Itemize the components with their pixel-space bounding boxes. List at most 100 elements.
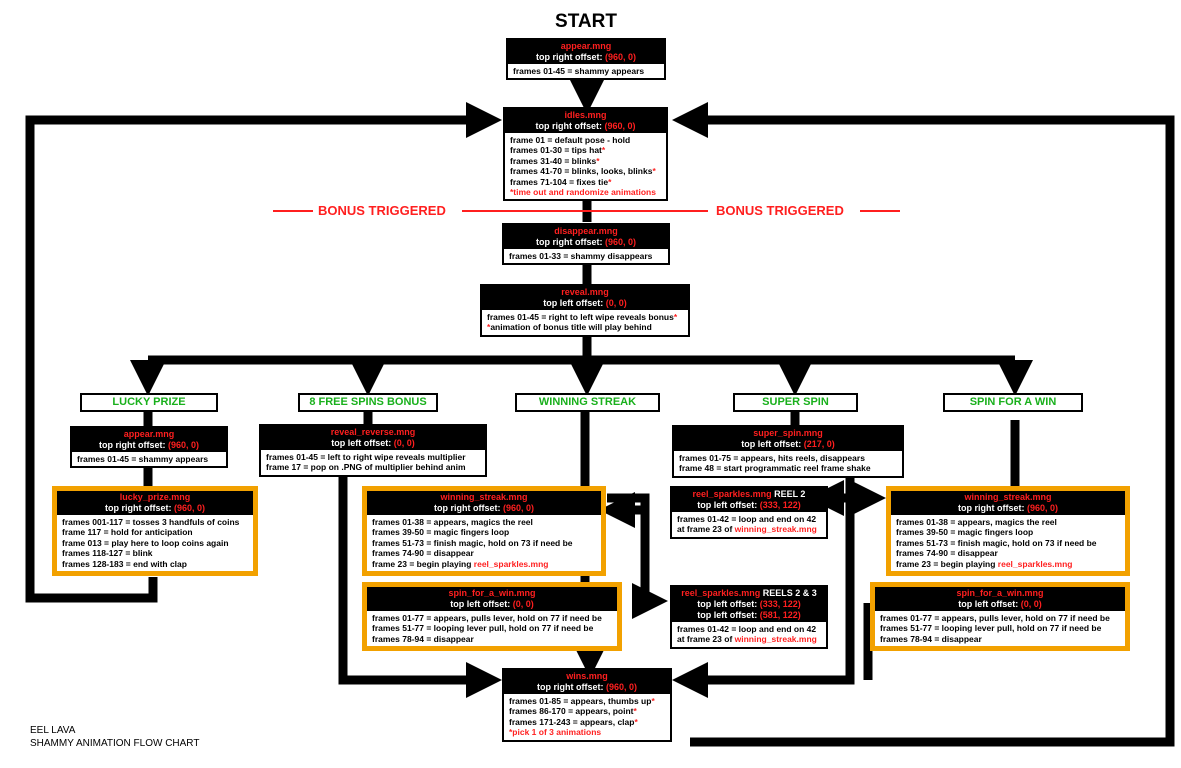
node-line-text: *time out and randomize animations (510, 187, 656, 198)
node-line: frames 01-85 = appears, thumbs up* (509, 696, 665, 706)
branch-winning-streak: WINNING STREAK (515, 393, 660, 412)
node-line-text: frames 01-75 = appears, hits reels, disa… (679, 453, 865, 463)
node-line: frames 51-77 = looping lever pull, hold … (880, 623, 1120, 633)
node-filename-row: disappear.mng (506, 226, 666, 237)
node-filename: idles.mng (564, 110, 607, 120)
node-line-prefix: * (487, 322, 491, 333)
bonus-triggered-right: BONUS TRIGGERED (716, 203, 844, 218)
node-offset-value: (0, 0) (1020, 599, 1042, 609)
node-line: frames 51-73 = finish magic, hold on 73 … (896, 538, 1120, 548)
node-filename-suffix: REEL 2 (771, 489, 806, 499)
node-line-text: frames 001-117 = tosses 3 handfuls of co… (62, 517, 240, 527)
node-line-star: * (601, 145, 606, 156)
node-filename: reel_sparkles.mng (681, 588, 761, 598)
node-line: frames 118-127 = blink (62, 548, 248, 558)
node-line: frames 01-42 = loop and end on 42 (677, 624, 821, 634)
node-line: frame 17 = pop on .PNG of multiplier beh… (266, 462, 480, 472)
node-offset-row: top left offset: (581, 122) (674, 610, 824, 621)
node-offset-row: top right offset: (960, 0) (74, 440, 224, 451)
node-line-link: reel_sparkles.mng (997, 558, 1073, 569)
node-line-text: frames 78-94 = disappear (880, 633, 982, 644)
node-offset-value: (960, 0) (167, 440, 200, 450)
node-offset-label: top right offset: (104, 503, 172, 513)
node-offset-label: top left offset: (697, 610, 758, 620)
node-line: frame 48 = start programmatic reel frame… (679, 463, 897, 473)
node-line-text: frame 17 = pop on .PNG of multiplier beh… (266, 462, 466, 473)
node-offset-value: (960, 0) (605, 682, 638, 692)
node-line: frames 01-77 = appears, pulls lever, hol… (372, 613, 612, 623)
node-filename-row: winning_streak.mng (369, 492, 599, 503)
node-filename-row: wins.mng (506, 671, 668, 682)
node-line: at frame 23 of winning_streak.mng (677, 634, 821, 644)
node-offset-value: (960, 0) (604, 121, 636, 131)
node-line-text: frame 117 = hold for anticipation (62, 527, 193, 538)
node-filename-row: reel_sparkles.mng REELS 2 & 3 (674, 588, 824, 599)
node-line-text: frames 86-170 = appears, point (509, 706, 634, 717)
node-filename: appear.mng (123, 429, 175, 439)
node-line: frames 01-75 = appears, hits reels, disa… (679, 453, 897, 463)
node-offset-label: top left offset: (697, 599, 758, 609)
footer: EEL LAVA SHAMMY ANIMATION FLOW CHART (30, 724, 199, 750)
node-line: frames 74-90 = disappear (896, 548, 1120, 558)
node-offset-label: top right offset: (535, 52, 603, 62)
node-line-text: frames 01-85 = appears, thumbs up (509, 696, 652, 706)
node-offset-value: (0, 0) (512, 599, 534, 609)
node-offset-row: top left offset: (0, 0) (484, 298, 686, 309)
node-line-text: frames 01-33 = shammy disappears (509, 251, 653, 261)
node-line: frame 23 = begin playing reel_sparkles.m… (896, 559, 1120, 569)
node-line-text: frame 01 = default pose - hold (510, 135, 631, 145)
node-offset-value: (960, 0) (1026, 503, 1059, 513)
node-line-text: frames 51-73 = finish magic, hold on 73 … (896, 537, 1097, 548)
node-offset-row: top right offset: (960, 0) (510, 52, 662, 63)
node-filename: reveal.mng (561, 287, 609, 297)
node-body: frames 01-45 = shammy appears (72, 452, 226, 466)
node-line-star: * (651, 696, 655, 706)
node-line: *pick 1 of 3 animations (509, 727, 665, 737)
node-body: frames 01-33 = shammy disappears (504, 249, 668, 263)
node-offset-row: top right offset: (960, 0) (369, 503, 599, 514)
node-line-text: frames 41-70 = blinks, looks, blinks (510, 166, 653, 177)
node-filename: winning_streak.mng (964, 492, 1052, 502)
node-line-star: * (652, 166, 656, 177)
node-line: frames 01-42 = loop and end on 42 (677, 514, 821, 524)
node-filename: disappear.mng (554, 226, 618, 236)
node-filename-row: reel_sparkles.mng REEL 2 (674, 489, 824, 500)
node-filename-row: super_spin.mng (676, 428, 900, 439)
node-line-text: frames 74-90 = disappear (372, 548, 474, 559)
node-filename-row: spin_for_a_win.mng (877, 588, 1123, 599)
node-filename-row: spin_for_a_win.mng (369, 588, 615, 599)
node-line: frames 01-30 = tips hat* (510, 145, 661, 155)
node-offset-row: top left offset: (0, 0) (877, 599, 1123, 610)
node-line-text: frames 118-127 = blink (62, 548, 153, 559)
node-line-text: at frame 23 of (677, 634, 735, 645)
node-line: frame 117 = hold for anticipation (62, 527, 248, 537)
node-filename: appear.mng (560, 41, 612, 51)
node-offset-label: top right offset: (957, 503, 1025, 513)
node-offset-value: (0, 0) (605, 298, 627, 308)
node-line-text: frames 01-42 = loop and end on 42 (677, 514, 817, 524)
node-filename-row: idles.mng (507, 110, 664, 121)
node-filename: spin_for_a_win.mng (956, 588, 1044, 598)
node-line-text: frames 01-45 = right to left wipe reveal… (487, 312, 674, 322)
node-line-text: frames 171-243 = appears, clap (509, 716, 635, 727)
node-line-text: frames 01-38 = appears, magics the reel (372, 517, 533, 527)
node-line: frames 51-77 = looping lever pull, hold … (372, 623, 612, 633)
node-offset-label: top right offset: (536, 682, 604, 692)
connector-free-spins-to-wins (338, 474, 502, 698)
node-line-text: frames 01-77 = appears, pulls lever, hol… (372, 613, 602, 623)
node-line: frames 128-183 = end with clap (62, 559, 248, 569)
node-offset-value: (217, 0) (803, 439, 835, 449)
node-line-link: winning_streak.mng (734, 634, 817, 645)
node-filename-row: appear.mng (74, 429, 224, 440)
